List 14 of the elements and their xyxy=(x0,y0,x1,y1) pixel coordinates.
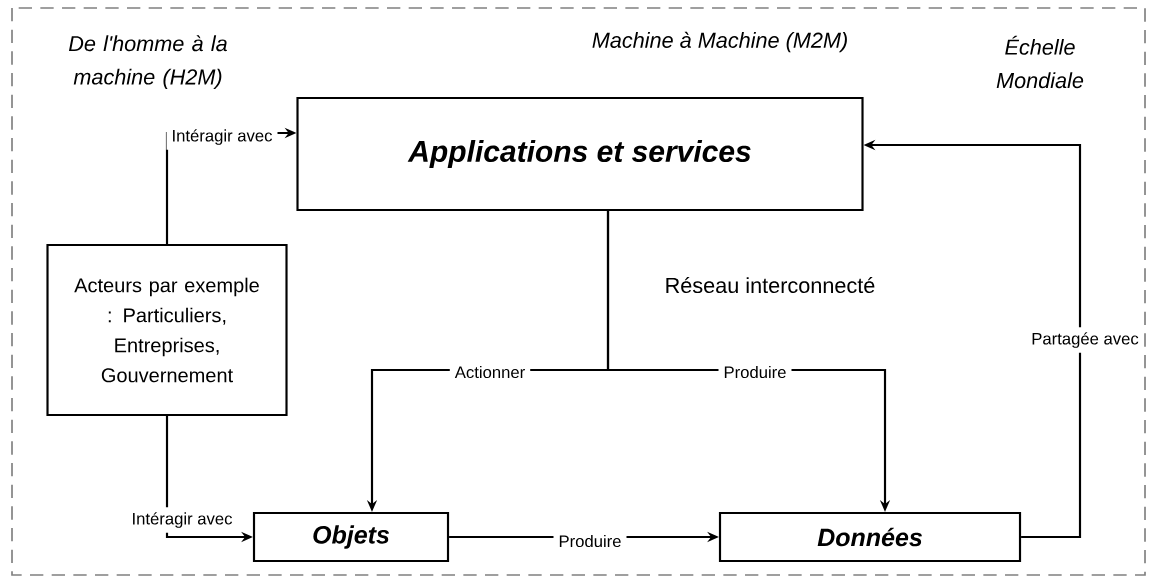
scale-heading: De l'homme à la machine (H2M) xyxy=(68,35,227,89)
process-box: Données xyxy=(718,511,1022,563)
process-box: Acteurs par exemple : Particuliers, Entreprises, Gouvernement xyxy=(46,243,288,417)
edge-label: Produire xyxy=(718,360,792,384)
edge-label: Partagée avec xyxy=(1026,327,1144,353)
network-label: Réseau interconnecté xyxy=(666,276,875,294)
process-box: Objets xyxy=(252,511,450,563)
edge-label: Actionner xyxy=(449,360,531,384)
process-box: Applications et services xyxy=(296,96,864,212)
edge-label: Produire xyxy=(553,529,627,553)
edge-label: Intéragir avec xyxy=(166,124,278,150)
scale-heading: Échelle Mondiale xyxy=(996,35,1084,89)
scale-heading: Machine à Machine (M2M) xyxy=(592,31,847,53)
edge-label: Intéragir avec xyxy=(126,507,238,533)
